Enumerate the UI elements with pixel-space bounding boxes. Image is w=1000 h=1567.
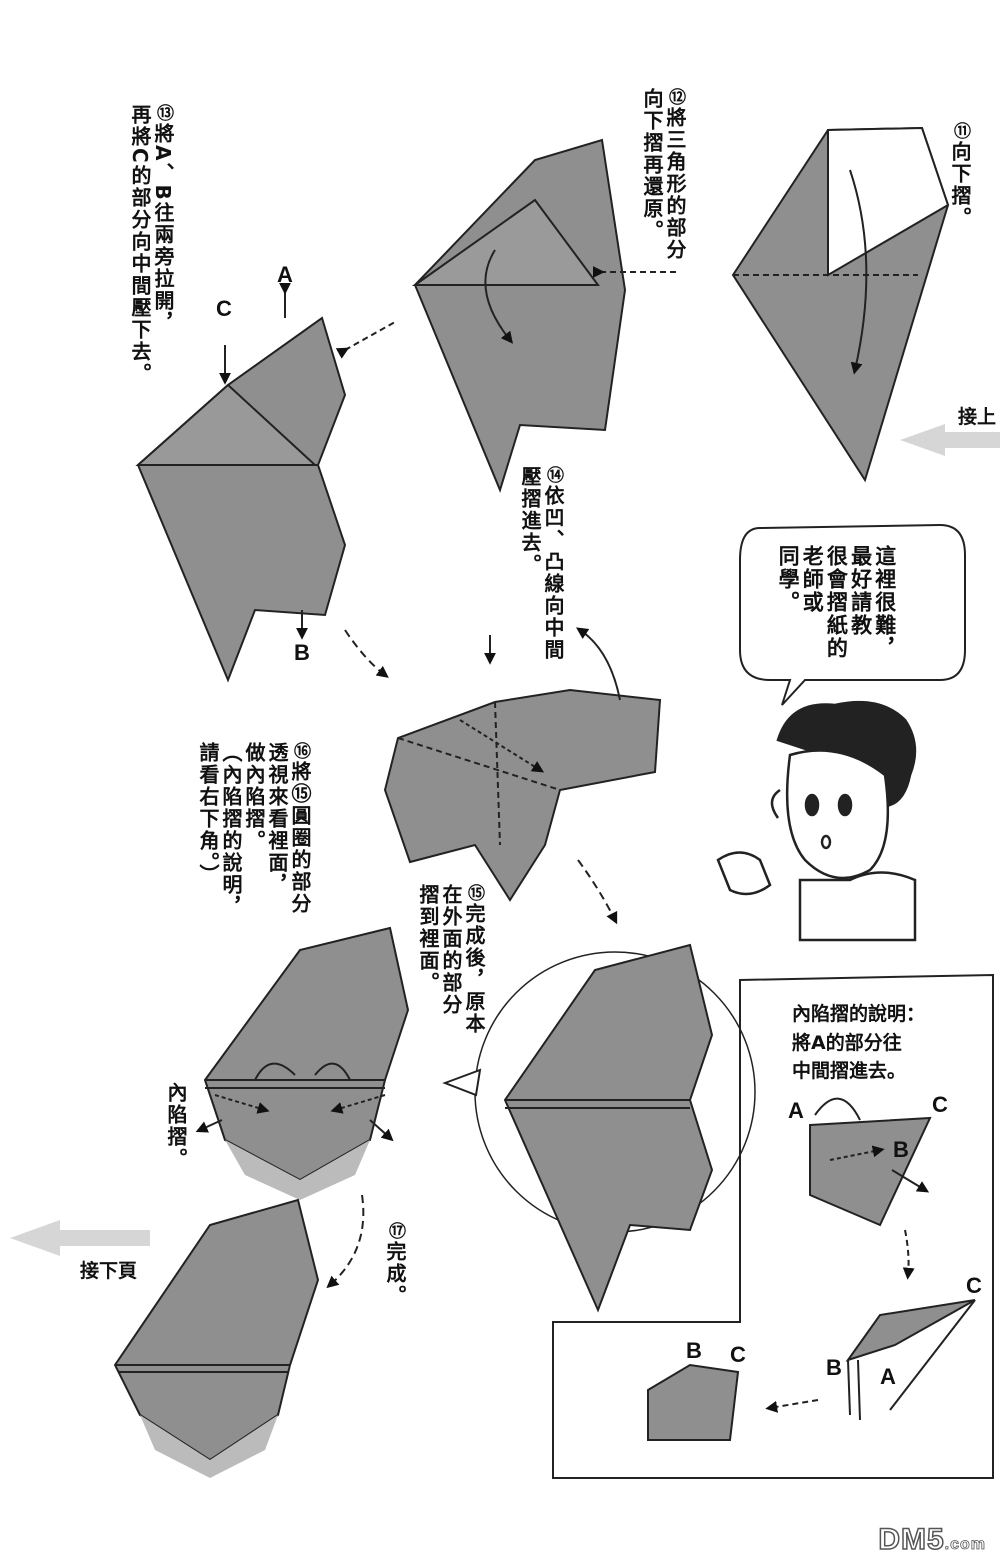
step11-text: ⑪向下摺。 <box>948 122 972 229</box>
label-a-explain1: A <box>788 1098 804 1123</box>
label-c-explain3: C <box>730 1342 746 1367</box>
step15-line1: 完成後，原本 <box>462 903 486 1035</box>
next-page-arrow <box>10 1220 150 1256</box>
explain-text: 內陷摺的說明： 將A的部分往 中間摺進去。 <box>792 1000 925 1086</box>
label-c-explain1: C <box>932 1092 948 1117</box>
label-b-explain2: B <box>826 1355 842 1380</box>
step17-body: 完成。 <box>383 1241 407 1307</box>
step14-diagram <box>383 627 662 925</box>
step12-text: ⑫將三角形的部分 向下摺再還原。 <box>640 88 687 261</box>
label-b-step13: B <box>294 640 310 665</box>
explain-line2: 將A的部分往 <box>792 1031 902 1054</box>
explain-line1: 內陷摺的說明： <box>792 1003 926 1025</box>
step12-diagram <box>411 138 680 493</box>
next-page-text: 接下頁 <box>80 1260 138 1282</box>
step12-line2: 向下摺再還原。 <box>640 88 664 242</box>
step14-number: ⑭ <box>543 466 563 485</box>
step17-number: ⑰ <box>385 1222 405 1241</box>
step14-line1: 依凹、凸線向中間 <box>541 485 565 661</box>
boy-character <box>716 700 917 942</box>
step16-line3: 做內陷摺。 <box>242 742 266 852</box>
speech-line2: 最好請教 <box>848 545 873 637</box>
site-watermark: DM5.com <box>878 1522 986 1557</box>
label-a-explain2: A <box>880 1364 896 1389</box>
step11-diagram <box>731 126 950 483</box>
step11-number: ⑪ <box>950 122 970 141</box>
step15-number: ⑮ <box>464 884 484 903</box>
step12-line1: 將三角形的部分 <box>663 107 687 261</box>
step16-line2: 透視來看裡面， <box>265 742 289 896</box>
step17-diagram <box>113 1198 320 1478</box>
step14-line2: 壓摺進去。 <box>518 466 542 576</box>
explanation-frame <box>552 973 994 1479</box>
step16-line5: 請看右下角。） <box>196 742 220 886</box>
step15-line3: 摺到裡面。 <box>416 884 440 994</box>
step16-line4: （內陷摺的說明， <box>219 742 243 918</box>
step16-diagram <box>195 926 410 1289</box>
step14-text: ⑭依凹、凸線向中間 壓摺進去。 <box>518 466 565 661</box>
step15-text: ⑮完成後，原本 在外面的部分 摺到裡面。 <box>416 884 486 1035</box>
step13-number: ⑬ <box>153 104 173 123</box>
label-b-explain3: B <box>686 1338 702 1363</box>
step16-number: ⑯ <box>290 742 310 761</box>
step13-line1: 將A、B往兩旁拉開， <box>151 123 175 334</box>
step12-number: ⑫ <box>665 88 685 107</box>
step11-body: 向下摺。 <box>948 141 972 229</box>
step13-text: ⑬將A、B往兩旁拉開， 再將C的部分向中間壓下去。 <box>128 104 175 385</box>
speech-line3: 很會摺紙的 <box>824 545 849 660</box>
watermark-suffix: .com <box>944 1536 986 1554</box>
speech-line4: 老師或 <box>800 545 825 614</box>
speech-line1: 這裡很難， <box>872 545 897 660</box>
prev-page-text: 接上 <box>958 406 997 428</box>
label-b-explain1: B <box>893 1137 909 1162</box>
label-c-step13: C <box>216 296 232 321</box>
explain-line3: 中間摺進去。 <box>792 1060 907 1082</box>
step16-text: ⑯將⑮圓圈的部分 透視來看裡面， 做內陷摺。 （內陷摺的說明， 請看右下角。） <box>196 742 312 918</box>
label-a-step13: A <box>277 262 293 287</box>
speech-bubble <box>739 523 966 706</box>
speech-line5: 同學。 <box>776 545 801 614</box>
step13-diagram <box>135 282 396 683</box>
step13-line2: 再將C的部分向中間壓下去。 <box>128 104 152 385</box>
step15-diagram <box>442 943 756 1313</box>
step17-text: ⑰完成。 <box>383 1222 407 1307</box>
step15-line2: 在外面的部分 <box>439 884 463 1016</box>
speech-text: 這裡很難， 最好請教 很會摺紙的 老師或 同學。 <box>776 545 897 660</box>
inside-fold-label: 內陷摺。 <box>164 1082 188 1170</box>
step16-line1: 將⑮圓圈的部分 <box>288 761 312 915</box>
watermark-brand: DM5 <box>878 1522 945 1557</box>
prev-page-arrow <box>900 424 1000 456</box>
label-c-explain2: C <box>966 1273 982 1298</box>
explain-diagram <box>647 1097 976 1441</box>
